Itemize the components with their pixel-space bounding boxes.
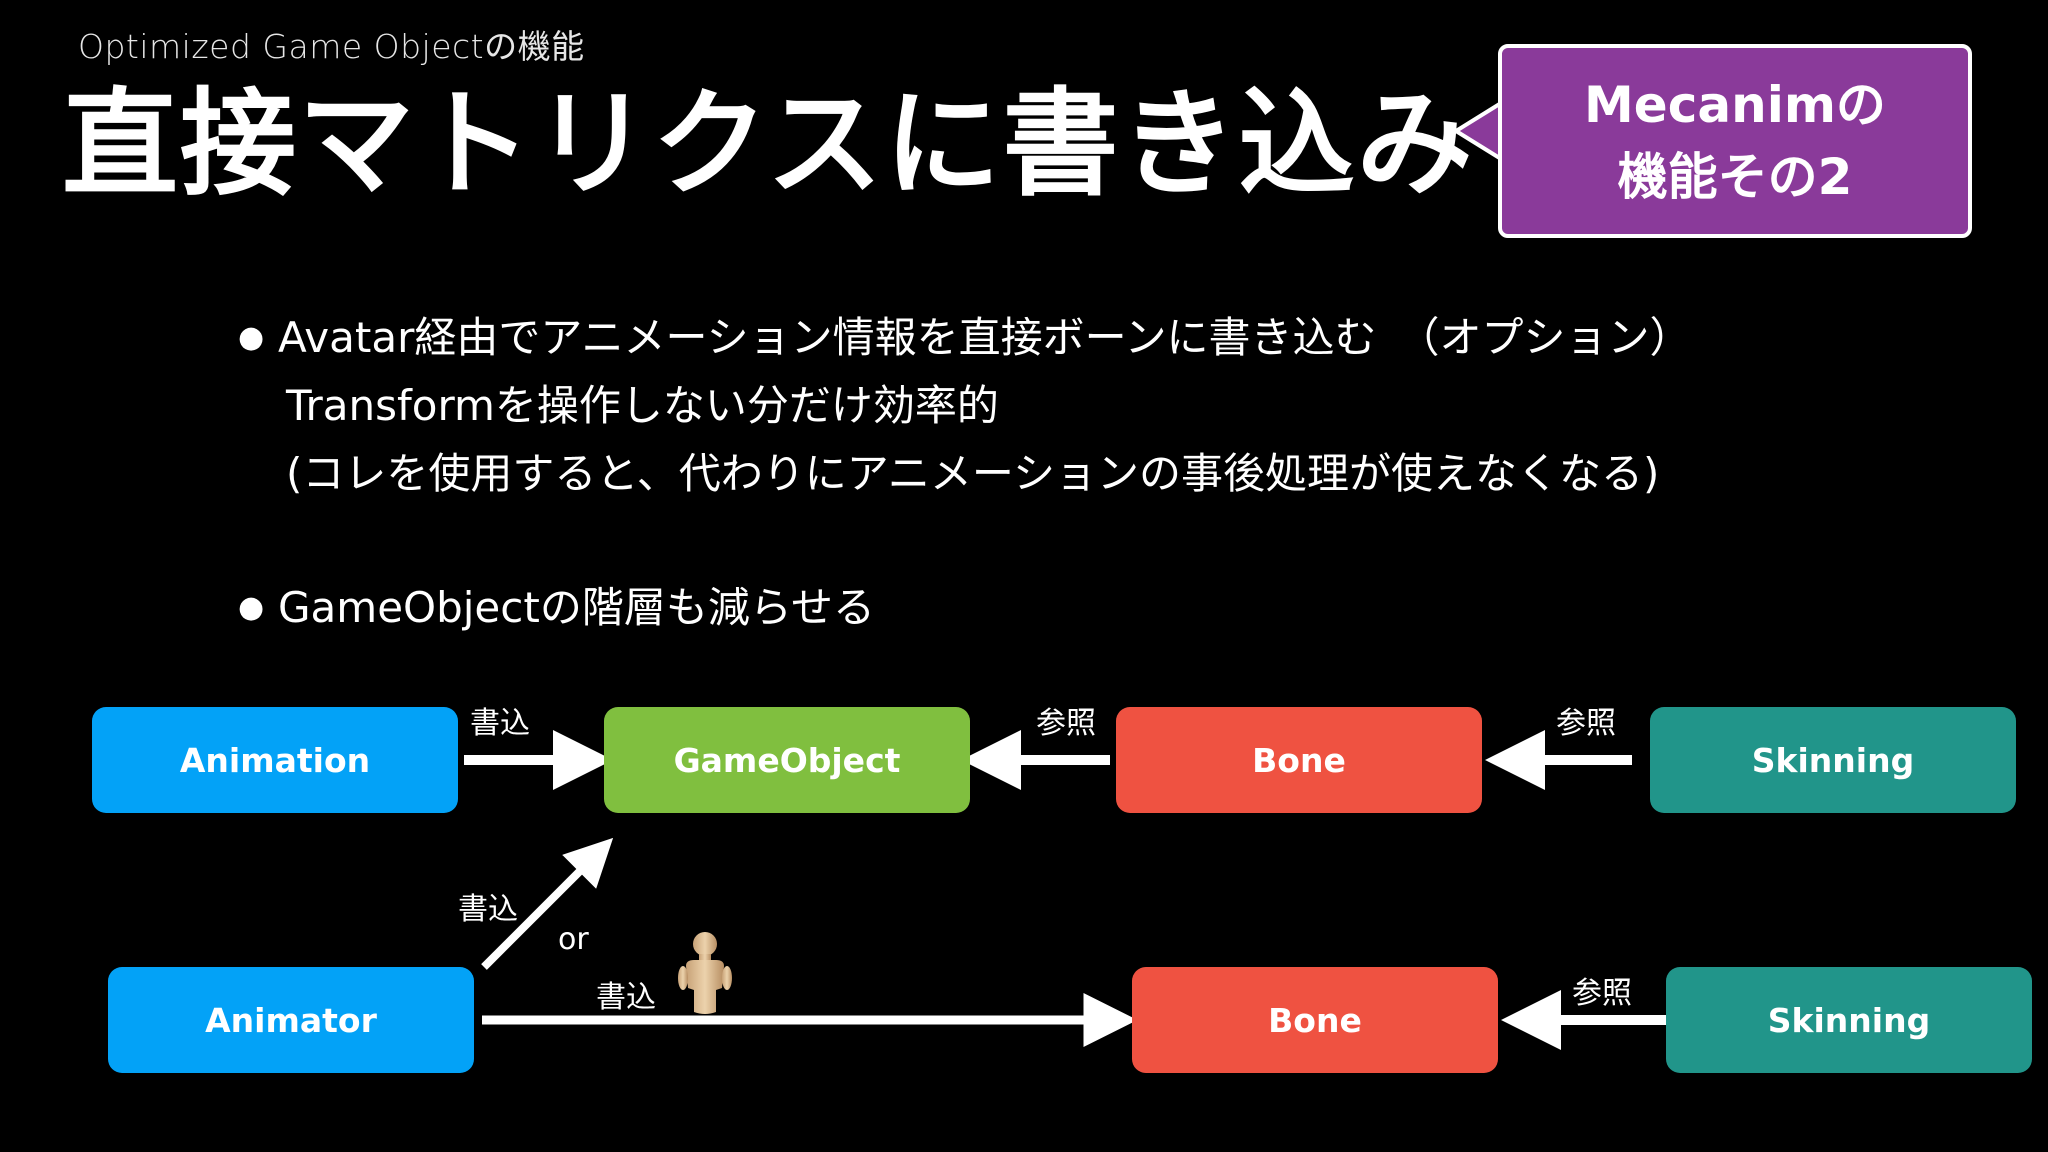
node-bone-bottom: Bone bbox=[1132, 967, 1498, 1073]
slide-title: 直接マトリクスに書き込み bbox=[62, 77, 1475, 212]
bullet-2: ● GameObjectの階層も減らせる bbox=[238, 574, 875, 642]
node-animation: Animation bbox=[92, 707, 458, 813]
label-skinning-to-bone-bottom: 参照 bbox=[1572, 976, 1632, 1011]
bullet-2-line-1: GameObjectの階層も減らせる bbox=[278, 583, 875, 632]
bullet-1-line-2: Transformを操作しない分だけ効率的 bbox=[286, 381, 999, 430]
node-gameobject: GameObject bbox=[604, 707, 970, 813]
label-bone-to-gameobject: 参照 bbox=[1036, 706, 1096, 741]
bullet-1: ● Avatar経由でアニメーション情報を直接ボーンに書き込む （オプション） … bbox=[238, 304, 1692, 508]
label-skinning-to-bone-top: 参照 bbox=[1556, 706, 1616, 741]
avatar-figure-icon bbox=[678, 932, 732, 1014]
node-animator: Animator bbox=[108, 967, 474, 1073]
callout-line-1: Mecanimの bbox=[1584, 75, 1886, 134]
node-bone-top: Bone bbox=[1116, 707, 1482, 813]
arrow-animator-to-gameobject bbox=[481, 837, 614, 970]
node-skinning-bottom: Skinning bbox=[1666, 967, 2032, 1073]
callout-line-2: 機能その2 bbox=[1617, 148, 1853, 206]
bullet-1-line-3: (コレを使用すると、代わりにアニメーションの事後処理が使えなくなる) bbox=[286, 449, 1660, 498]
mecanim-callout: Mecanimの 機能その2 bbox=[1498, 44, 1972, 238]
label-animation-to-gameobject: 書込 bbox=[470, 706, 530, 741]
slide-subtitle: Optimized Game Objectの機能 bbox=[78, 27, 585, 66]
node-skinning-top: Skinning bbox=[1650, 707, 2016, 813]
label-or: or bbox=[558, 922, 589, 957]
label-animator-to-gameobject: 書込 bbox=[458, 892, 518, 927]
label-animator-to-bone: 書込 bbox=[596, 980, 656, 1015]
bullet-dot: ● bbox=[238, 320, 265, 355]
bullet-1-line-1: Avatar経由でアニメーション情報を直接ボーンに書き込む （オプション） bbox=[278, 313, 1692, 362]
bullet-dot: ● bbox=[238, 590, 265, 625]
